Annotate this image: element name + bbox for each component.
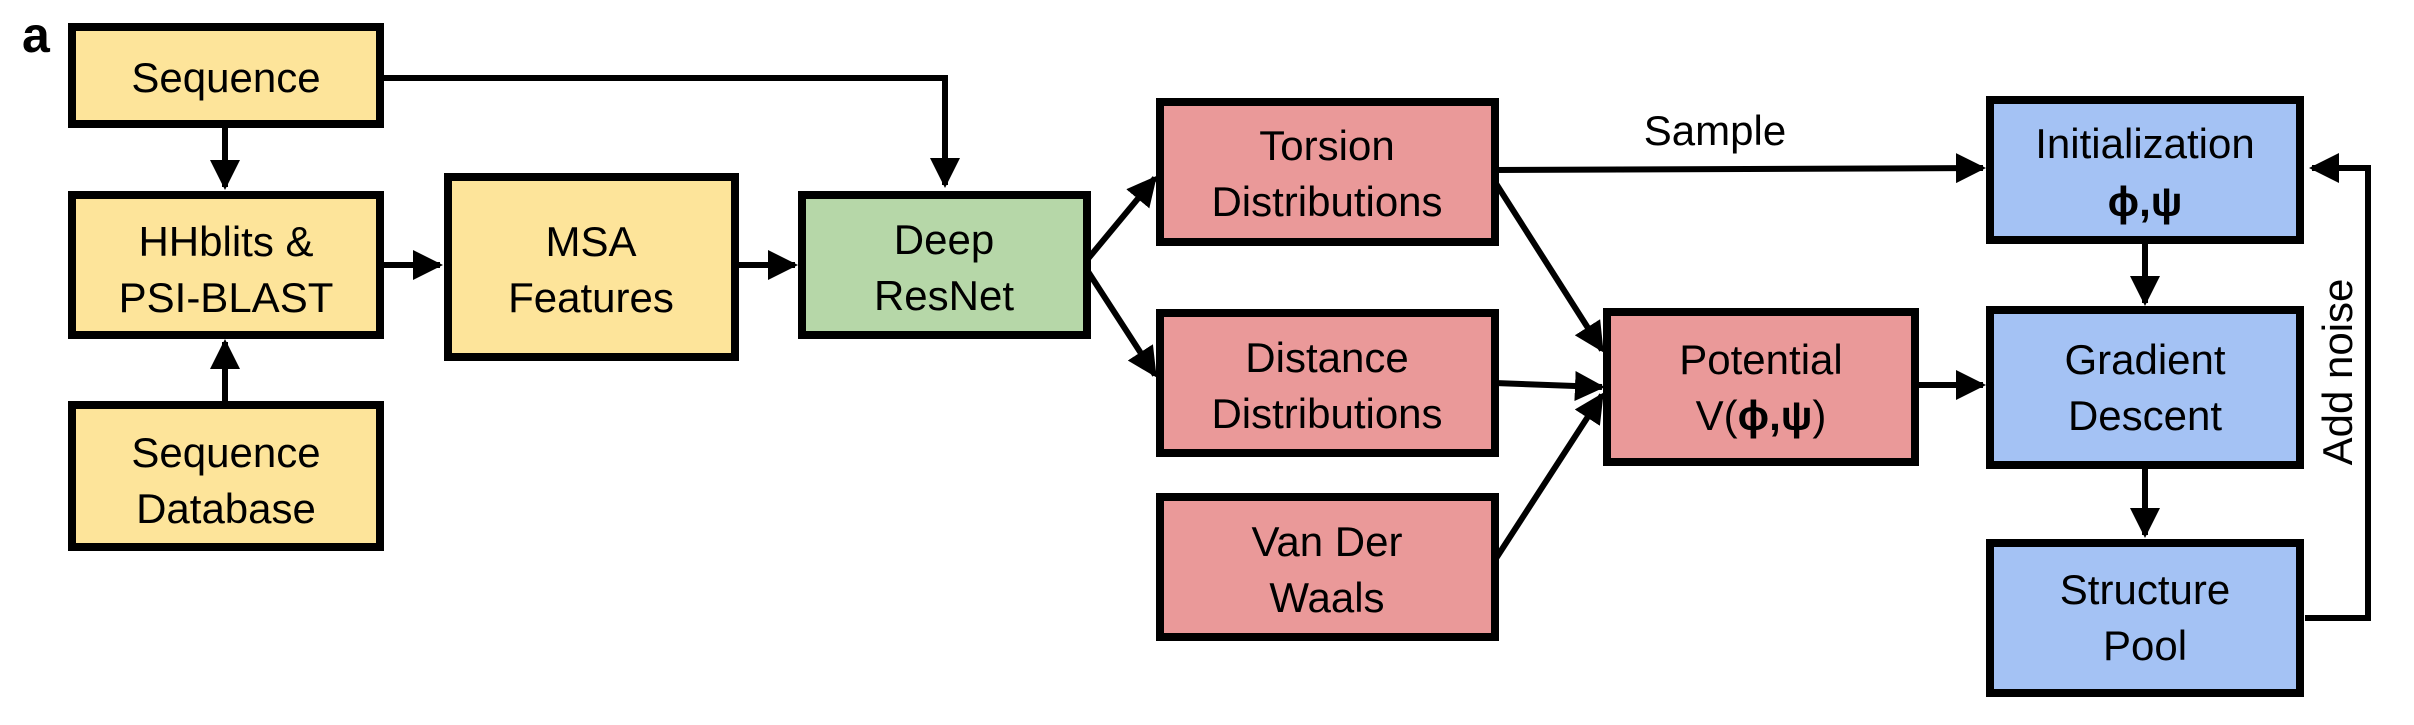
- node-structure-pool-line2: Pool: [2103, 622, 2187, 669]
- node-structure-pool-line1: Structure: [2060, 566, 2230, 613]
- node-vdw-line2: Waals: [1269, 574, 1384, 621]
- node-sequence: Sequence: [68, 23, 384, 128]
- node-torsion-line1: Torsion: [1259, 122, 1394, 169]
- node-msa-features-line1: MSA: [545, 218, 636, 265]
- node-initialization-symbols: ϕ,ψ: [2108, 178, 2183, 225]
- edge-torsion-to-potential: [1492, 180, 1605, 353]
- node-deep-resnet-line2: ResNet: [874, 272, 1014, 319]
- node-gradient-descent: Gradient Descent: [1986, 306, 2304, 469]
- edge-resnet-to-distance: [1084, 268, 1158, 378]
- edges: [210, 75, 2371, 621]
- node-potential-line1: Potential: [1679, 336, 1842, 383]
- node-torsion-distributions: Torsion Distributions: [1156, 98, 1499, 246]
- node-hhblits-line2: PSI-BLAST: [119, 274, 334, 321]
- node-vdw-line1: Van Der: [1252, 518, 1403, 565]
- node-distance-line1: Distance: [1245, 334, 1408, 381]
- node-sequence-database-line1: Sequence: [131, 429, 320, 476]
- node-gradient-line2: Descent: [2068, 392, 2222, 439]
- edge-torsion-to-init: [1494, 153, 1986, 184]
- node-van-der-waals: Van Der Waals: [1156, 493, 1499, 641]
- node-structure-pool: Structure Pool: [1986, 539, 2304, 697]
- node-hhblits: HHblits & PSI-BLAST: [68, 191, 384, 339]
- node-sequence-database-line2: Database: [136, 485, 316, 532]
- node-potential-line2: V(ϕ,ψ): [1696, 392, 1827, 439]
- potential-suffix: ): [1812, 392, 1826, 439]
- node-msa-features: MSA Features: [444, 173, 739, 361]
- node-hhblits-line1: HHblits &: [138, 218, 313, 265]
- node-potential: Potential V(ϕ,ψ): [1603, 308, 1919, 466]
- node-gradient-line1: Gradient: [2064, 336, 2225, 383]
- panel-label: a: [22, 7, 51, 63]
- potential-symbols: ϕ,ψ: [1738, 392, 1813, 439]
- node-torsion-line2: Distributions: [1211, 178, 1442, 225]
- node-sequence-label: Sequence: [131, 54, 320, 101]
- node-initialization-line1: Initialization: [2035, 120, 2254, 167]
- node-distance-line2: Distributions: [1211, 390, 1442, 437]
- node-deep-resnet-line1: Deep: [894, 216, 994, 263]
- edge-resnet-to-torsion: [1084, 175, 1158, 262]
- edge-pool-to-init-add-noise: [2305, 153, 2371, 621]
- edge-distance-to-potential: [1494, 371, 1605, 401]
- sample-label: Sample: [1644, 107, 1786, 154]
- node-deep-resnet: Deep ResNet: [798, 191, 1091, 339]
- node-msa-features-line2: Features: [508, 274, 674, 321]
- node-initialization: Initialization ϕ,ψ: [1986, 96, 2304, 244]
- node-sequence-database: Sequence Database: [68, 401, 384, 551]
- edge-vdw-to-potential: [1492, 392, 1605, 562]
- add-noise-label: Add noise: [2314, 279, 2361, 466]
- node-distance-distributions: Distance Distributions: [1156, 309, 1499, 457]
- potential-prefix: V(: [1696, 392, 1738, 439]
- edge-sequence-to-resnet: [380, 75, 960, 188]
